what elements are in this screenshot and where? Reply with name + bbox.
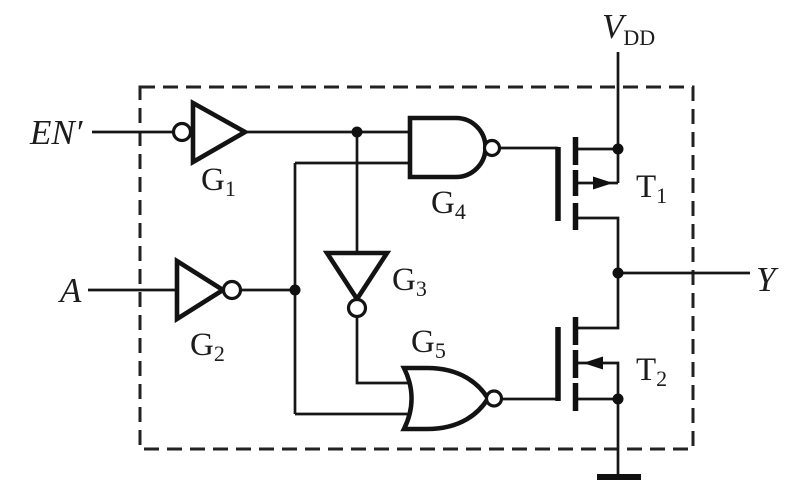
junction-vdd-t1 bbox=[612, 143, 624, 155]
gate-g5-nor bbox=[400, 365, 504, 432]
gate-g2-inverter bbox=[174, 256, 243, 324]
g3-triangle-icon bbox=[322, 250, 392, 304]
en-input-label: EN′ bbox=[29, 113, 84, 152]
g2-output-bubble-icon bbox=[221, 279, 243, 301]
g5-output-bubble-icon bbox=[484, 389, 504, 408]
g1-triangle-icon bbox=[190, 99, 250, 166]
wire-t1-drain bbox=[577, 216, 620, 273]
junction-a-node bbox=[289, 284, 301, 296]
wire-t2-bulk bbox=[577, 361, 620, 399]
t1-label: T1 bbox=[636, 169, 667, 208]
g4-nand-body-icon bbox=[407, 115, 488, 180]
junction-dots bbox=[289, 126, 624, 405]
wire-y-to-t2-drain bbox=[577, 273, 620, 330]
gate-g3-inverter bbox=[322, 250, 392, 319]
g2-triangle-icon bbox=[174, 256, 228, 324]
junction-en-node bbox=[351, 126, 363, 138]
g5-label: G5 bbox=[411, 324, 446, 363]
gate-g4-nand bbox=[407, 115, 502, 180]
t1-bulk-arrow-icon bbox=[593, 176, 613, 190]
g3-label: G3 bbox=[392, 262, 427, 301]
transistor-t2-nmos bbox=[555, 317, 603, 411]
g5-nor-body-icon bbox=[400, 365, 491, 432]
g2-label: G2 bbox=[190, 327, 225, 366]
g3-output-bubble-icon bbox=[346, 297, 368, 319]
labels: EN′ A Y VDD G1 G2 G3 G4 G5 T1 T2 bbox=[29, 7, 779, 391]
junction-t2-source bbox=[612, 393, 624, 405]
transistor-t1-pmos bbox=[555, 137, 613, 230]
g4-output-bubble-icon bbox=[482, 138, 502, 158]
ic-boundary-dashed-box bbox=[138, 85, 695, 451]
wire-g3-to-g5 bbox=[355, 317, 409, 385]
g1-input-bubble-icon bbox=[171, 121, 193, 143]
t2-label: T2 bbox=[636, 352, 667, 391]
g4-label: G4 bbox=[431, 185, 466, 224]
gate-g1-inverter bbox=[171, 99, 250, 166]
t2-bulk-arrow-icon bbox=[583, 356, 603, 370]
junction-y-node bbox=[612, 267, 624, 279]
a-input-label: A bbox=[58, 271, 82, 310]
y-output-label: Y bbox=[756, 260, 779, 299]
g1-label: G1 bbox=[201, 162, 236, 201]
vdd-label: VDD bbox=[602, 7, 655, 50]
